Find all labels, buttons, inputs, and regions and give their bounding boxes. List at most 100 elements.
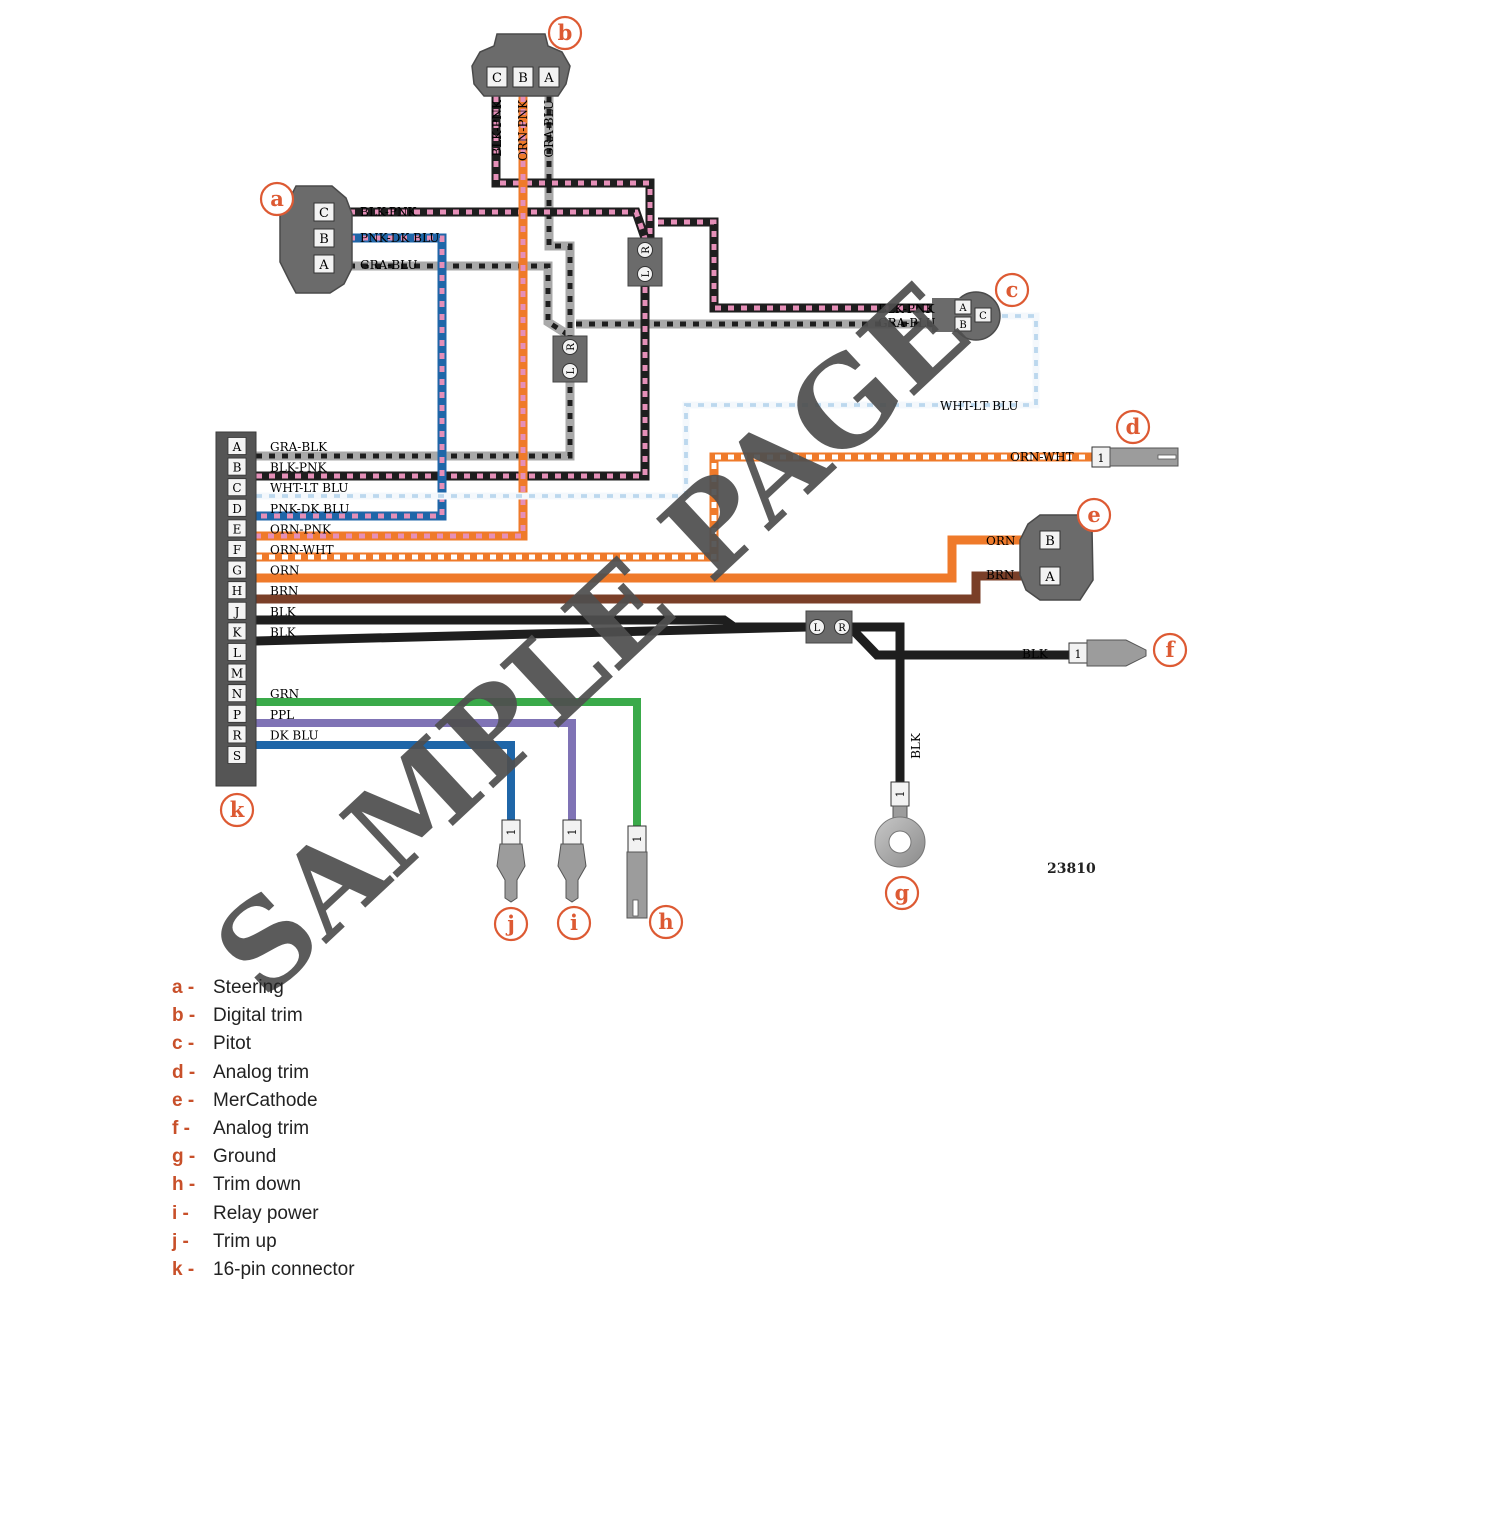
legend-label: Analog trim: [213, 1061, 310, 1083]
legend-key: b -: [172, 1005, 196, 1027]
svg-text:i: i: [570, 910, 578, 935]
wire-gra-blk-k: [256, 382, 575, 461]
splice-top-right: R L: [627, 237, 663, 287]
svg-text:j: j: [505, 911, 515, 936]
splice-mid-r: R: [566, 343, 577, 351]
splice-ground: L R: [805, 610, 853, 644]
callout-j: j: [493, 906, 529, 942]
connector-k-wire-label: ORN-WHT: [270, 543, 334, 557]
legend-item: h - Trim down: [172, 1171, 355, 1199]
wire-label: WHT-LT BLU: [940, 399, 1018, 413]
connector-k-pin: J: [233, 605, 240, 619]
wire-label: BLK: [909, 732, 923, 759]
legend-label: Steering: [213, 977, 284, 998]
wire-gra-blu-b: [544, 96, 575, 336]
connector-a-pin: A: [318, 258, 329, 273]
legend-item: i -Relay power: [172, 1200, 355, 1228]
wire-pnk-dk-blu: [256, 233, 447, 521]
svg-text:h: h: [658, 909, 673, 934]
connector-k-pin: C: [232, 481, 241, 495]
wire-label: BLK: [1022, 647, 1049, 661]
connector-k-pin: S: [233, 749, 241, 763]
wire-label: BLK-PNK: [878, 302, 936, 316]
connector-k-pin: M: [231, 667, 243, 681]
wire-label: GRA-BLU: [878, 316, 936, 330]
connector-k-pin: B: [233, 461, 242, 475]
legend-item: c - Pitot: [172, 1030, 355, 1058]
legend-label: Relay power: [213, 1202, 319, 1224]
wire-label: ORN-PNK: [516, 99, 530, 161]
connector-e-pin: B: [1045, 534, 1055, 549]
legend-item: e -MerCathode: [172, 1087, 355, 1115]
wire-dk-blu: [256, 741, 515, 820]
wire-label: BLK-PNK: [360, 205, 418, 219]
wire-blk-pnk-k: [256, 286, 650, 481]
connector-k-wire-label: BRN: [270, 584, 298, 598]
wire-gra-blu-a: [336, 261, 573, 340]
connector-c: A B C: [932, 291, 1001, 341]
legend-key: f -: [172, 1117, 190, 1139]
connector-a-pin: C: [319, 206, 329, 221]
legend-key: k -: [172, 1258, 195, 1280]
connector-k-pin: L: [233, 646, 241, 660]
wire-label: ORN: [986, 534, 1015, 548]
svg-text:e: e: [1087, 502, 1100, 527]
callout-c: c: [994, 272, 1030, 308]
connector-k-wire-label: DK BLU: [270, 728, 319, 742]
connector-k-pin: H: [232, 584, 242, 598]
wire-orn: [256, 535, 1040, 583]
wire-brn: [256, 571, 1040, 604]
legend-label: Pitot: [213, 1033, 252, 1055]
callout-f: f: [1152, 632, 1188, 668]
splice-mid: R L: [552, 335, 588, 383]
legend-label: Trim up: [213, 1230, 277, 1252]
wire-blk-pnk-b: [491, 96, 655, 238]
connector-d-pin: 1: [1098, 452, 1105, 465]
terminal-i-pin: 1: [566, 829, 579, 836]
connector-k-pin: R: [232, 728, 242, 742]
figure-number: 23810: [1047, 861, 1096, 877]
connector-e-pin: A: [1044, 570, 1055, 585]
connector-b: C B A: [471, 33, 571, 97]
connector-c-pin: B: [959, 320, 966, 331]
connector-c-pin: C: [979, 311, 987, 322]
wire-label: BLK-PNK: [490, 99, 504, 157]
connector-k-wire-label: PNK-DK BLU: [270, 502, 349, 516]
legend-label: Digital trim: [213, 1005, 303, 1027]
legend-key: j -: [172, 1230, 189, 1252]
callout-e: e: [1076, 497, 1112, 533]
legend-item: k - 16-pin connector: [172, 1256, 355, 1284]
callout-b: b: [547, 15, 583, 51]
svg-text:k: k: [230, 797, 245, 822]
splice-top-right-l: L: [641, 270, 652, 277]
legend-label: Trim down: [213, 1174, 301, 1196]
wire-label: GRA-BLU: [360, 258, 418, 272]
connector-k-pin: D: [232, 502, 242, 516]
wires: [255, 96, 1092, 826]
connector-b-pin: A: [543, 71, 554, 86]
wire-blk-k: [255, 622, 809, 646]
legend-item: b - Digital trim: [172, 1002, 355, 1030]
legend-key: h -: [172, 1174, 196, 1196]
svg-text:f: f: [1165, 637, 1176, 662]
connector-k-wire-label: GRA-BLK: [270, 440, 328, 454]
callout-g: g: [884, 875, 920, 911]
wire-wht-lt-blu: [256, 312, 1040, 500]
wire-label: BRN: [986, 568, 1014, 582]
connector-b-pin: B: [518, 71, 528, 86]
wire-orn-pnk: [256, 96, 528, 541]
callout-d: d: [1115, 409, 1151, 445]
terminal-i: 1: [557, 819, 587, 903]
legend-label: 16-pin connector: [213, 1258, 355, 1280]
splice-ground-r: R: [838, 623, 846, 634]
legend-key: c -: [172, 1033, 195, 1055]
connector-f-pin: 1: [1075, 648, 1082, 661]
wire-label: PNK-DK BLU: [360, 231, 439, 245]
svg-text:g: g: [895, 880, 910, 905]
wire-label: GRA-BLU: [542, 100, 556, 158]
ring-terminal-g: 1: [874, 781, 926, 868]
